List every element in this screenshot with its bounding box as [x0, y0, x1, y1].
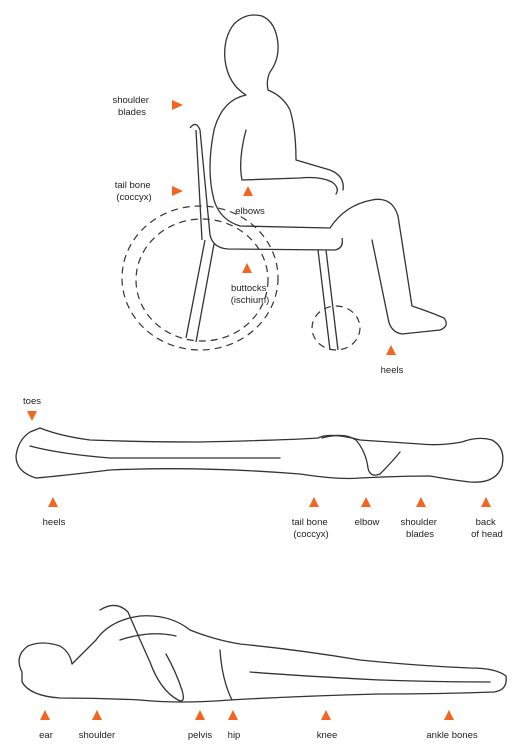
side-lying-legs — [220, 650, 490, 700]
label-heels-supine: heels — [43, 517, 66, 528]
marker-hip — [228, 710, 238, 720]
marker-heels-sitting — [386, 345, 396, 355]
marker-buttocks — [242, 263, 252, 273]
label-pelvis: pelvis — [188, 730, 213, 741]
label-back-of-head: back of head — [471, 517, 503, 540]
label-hip: hip — [228, 730, 241, 741]
label-knee: knee — [317, 730, 338, 741]
side-lying-figure — [19, 605, 506, 702]
wheel-outer — [122, 206, 278, 350]
label-shoulder-side: shoulder — [79, 730, 115, 741]
marker-heels-supine — [48, 497, 58, 507]
side-lying-body-outline — [19, 616, 506, 702]
label-elbows: elbows — [235, 206, 265, 217]
marker-back-of-head — [481, 497, 491, 507]
marker-elbows — [243, 186, 253, 196]
sitting-arm — [241, 130, 338, 194]
label-tail-bone-supine: tail bone (coccyx) — [292, 517, 331, 540]
marker-tail-bone — [172, 186, 183, 196]
label-ankle-bones: ankle bones — [426, 730, 477, 741]
marker-shoulder-blades-supine — [416, 497, 426, 507]
supine-figure — [16, 428, 503, 482]
label-shoulder-blades-supine: shoulder blades — [400, 517, 439, 540]
label-toes: toes — [23, 396, 41, 407]
marker-pelvis — [195, 710, 205, 720]
supine-leg-separation — [30, 446, 280, 458]
marker-toes — [27, 411, 37, 421]
sitting-labels: shoulder blades tail bone (coccyx) elbow… — [112, 95, 403, 376]
label-shoulder-blades: shoulder blades — [112, 95, 151, 118]
marker-ear — [40, 710, 50, 720]
marker-knee — [321, 710, 331, 720]
marker-ankle-bones — [444, 710, 454, 720]
supine-body-outline — [16, 428, 503, 482]
label-ear: ear — [39, 730, 53, 741]
supine-labels: toes heels tail bone (coccyx) elbow shou… — [23, 396, 503, 540]
marker-tail-bone-supine — [309, 497, 319, 507]
label-tail-bone: tail bone (coccyx) — [115, 180, 154, 203]
marker-shoulder-blades — [172, 100, 183, 110]
label-buttocks: buttocks (ischium) — [231, 283, 270, 306]
label-elbow-supine: elbow — [355, 517, 380, 528]
marker-elbow-supine — [361, 497, 371, 507]
side-lying-labels: ear shoulder pelvis hip knee ankle bones — [39, 710, 478, 741]
sitting-figure — [122, 15, 446, 350]
label-heels-sitting: heels — [381, 365, 404, 376]
marker-shoulder-side — [92, 710, 102, 720]
